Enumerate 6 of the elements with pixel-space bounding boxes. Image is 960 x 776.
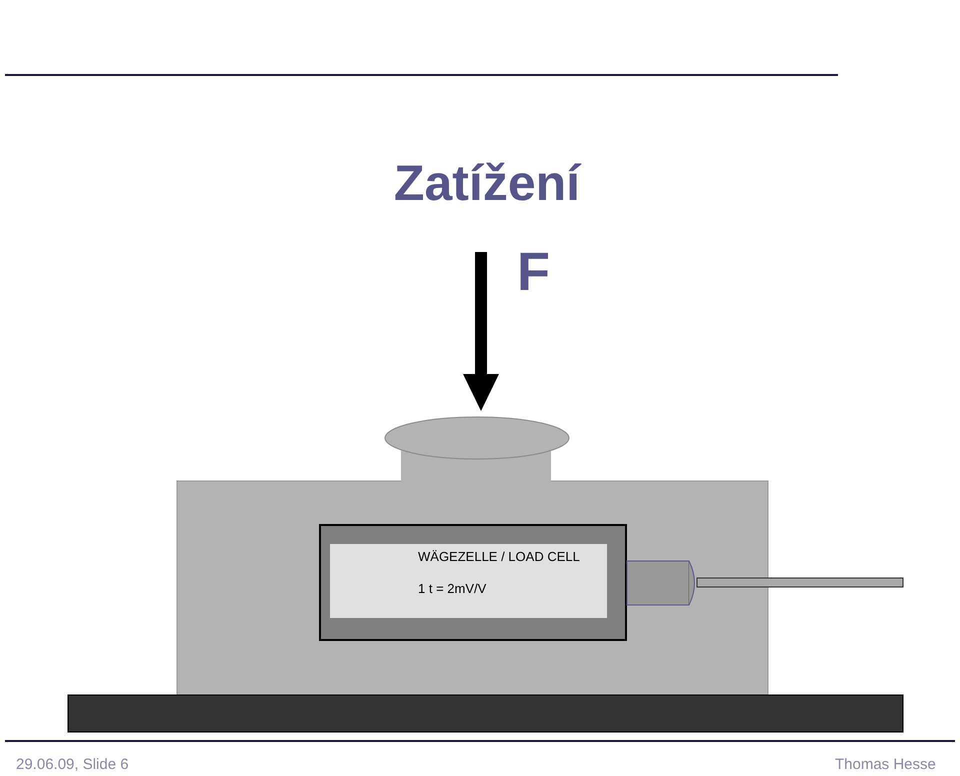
footer-date: 29.06.09, Slide 6 bbox=[16, 757, 129, 772]
slide-title: Zatížení bbox=[394, 158, 580, 208]
nameplate-text: WÄGEZELLE / LOAD CELL bbox=[418, 550, 580, 563]
footer-author: Thomas Hesse bbox=[835, 757, 936, 772]
force-label: F bbox=[517, 245, 550, 299]
nameplate-text: 1 t = 2mV/V bbox=[418, 582, 486, 595]
